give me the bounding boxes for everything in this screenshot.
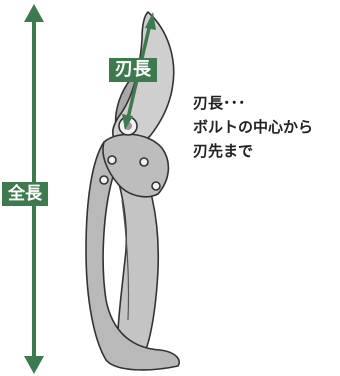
note-line-1: 刃長･･･ — [193, 94, 246, 112]
shears-handle-front — [85, 141, 180, 371]
rivet-icon — [139, 157, 149, 167]
note-line-2: ボルトの中心から — [193, 118, 314, 136]
rivet-icon — [107, 155, 117, 165]
total-length-label: 全長 — [2, 182, 48, 206]
shears-spring — [121, 199, 130, 321]
blade-length-label: 刃長 — [109, 58, 157, 82]
rivet-icon — [99, 175, 109, 185]
rivet-icon — [151, 181, 161, 191]
blade-length-note: 刃長･･･ ボルトの中心から 刃先まで — [193, 91, 313, 163]
shears-pivot-plate — [102, 133, 170, 198]
note-line-3: 刃先まで — [193, 142, 254, 160]
